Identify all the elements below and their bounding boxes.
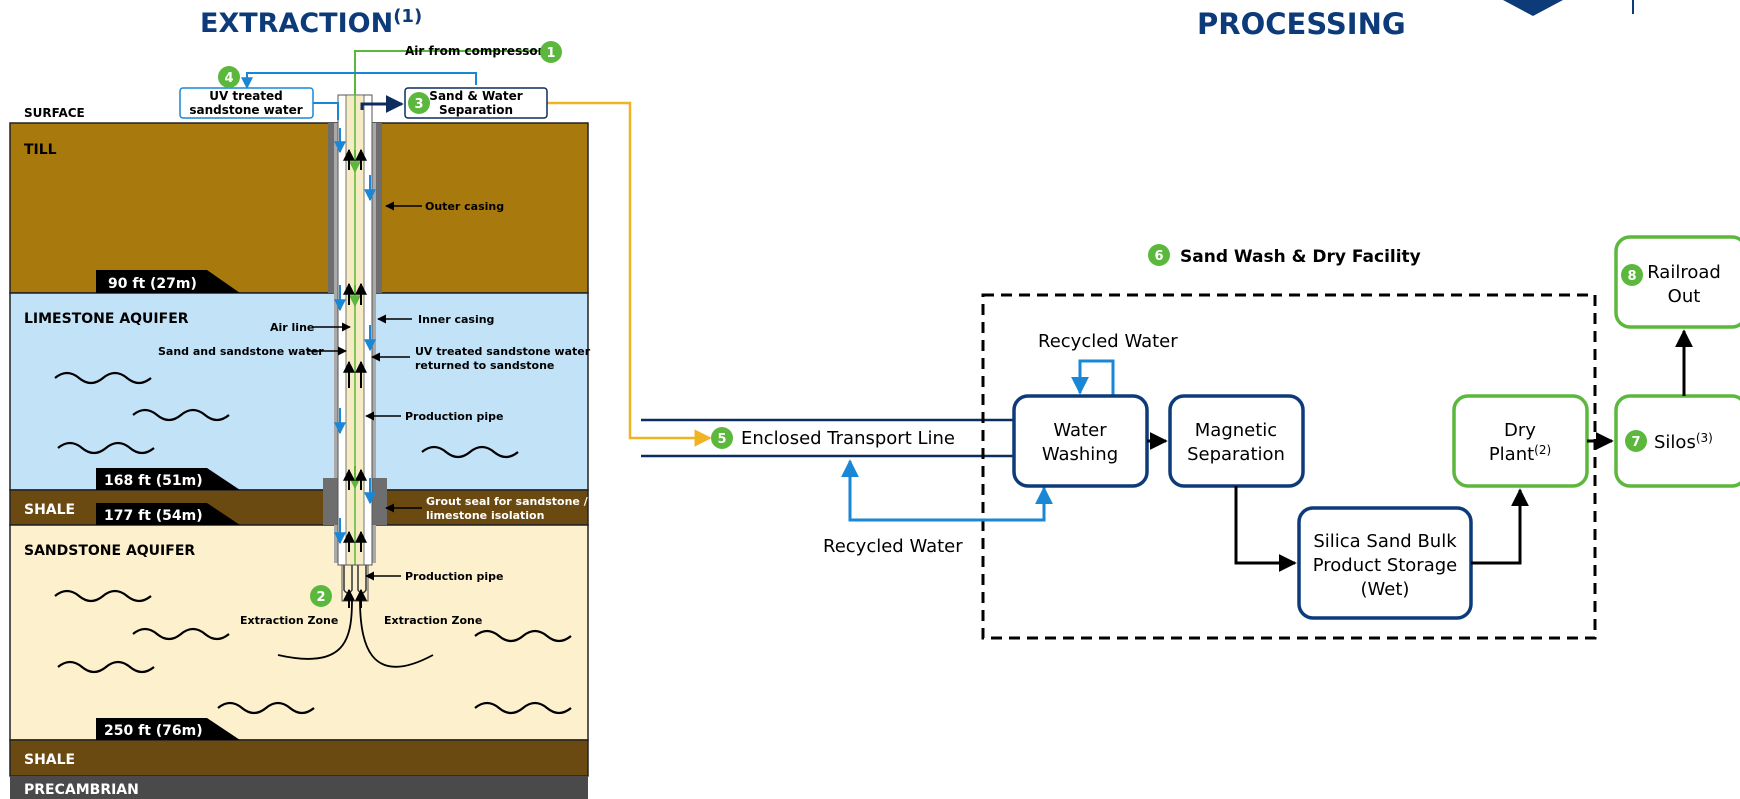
depth-tag-177: 177 ft (54m) [96, 503, 240, 525]
well-flow-arrows [334, 128, 376, 608]
water-washing-box [1012, 394, 1149, 488]
marker-5: 5 [711, 427, 733, 449]
silos-sup: (3) [1696, 431, 1713, 445]
depth-label-177: 177 ft (54m) [104, 508, 203, 524]
layer-till [9, 122, 589, 294]
depth-tag-90: 90 ft (27m) [96, 270, 240, 293]
layer-limestone [9, 292, 589, 491]
facility-boundary [981, 293, 1597, 640]
dry-plant-sup: (2) [1534, 443, 1551, 457]
railroad-label-line1: Railroad [1647, 262, 1721, 283]
layer-shale-lower [9, 739, 589, 777]
marker-8: 8 [1621, 264, 1643, 286]
marker-6: 6 [1148, 244, 1170, 266]
silica-storage-label-line1: Silica Sand Bulk [1313, 531, 1457, 552]
uv-returned-label-line2: returned to sandstone [415, 359, 554, 372]
recycled-water-label-top: Recycled Water [1038, 331, 1178, 352]
depth-tag-168: 168 ft (51m) [96, 468, 240, 490]
depth-label-168: 168 ft (51m) [104, 473, 203, 489]
sand-water-label: Sand and sandstone water [158, 345, 324, 358]
inner-casing-label: Inner casing [418, 313, 494, 326]
production-pipe-label-2: Production pipe [405, 570, 504, 583]
recycled-water-loop-top [1071, 359, 1115, 396]
layer-precambrian [10, 776, 588, 799]
layer-label-limestone: LIMESTONE AQUIFER [24, 311, 189, 327]
logo-icon [1503, 0, 1563, 16]
marker-5-label: 5 [717, 432, 726, 447]
marker-2-label: 2 [316, 590, 325, 605]
surface-label: SURFACE [24, 106, 85, 120]
water-wave-icons [54, 371, 572, 715]
water-washing-label-line1: Water [1053, 420, 1107, 441]
silos-label: Silos(3) [1654, 431, 1713, 453]
depth-tag-250: 250 ft (76m) [96, 718, 240, 740]
dry-plant-label-word: Plant [1489, 444, 1534, 465]
magnetic-separation-label-line2: Separation [1187, 444, 1285, 465]
recycled-water-label-bottom: Recycled Water [823, 536, 963, 557]
process-connectors [1147, 329, 1693, 572]
marker-8-label: 8 [1627, 269, 1636, 284]
marker-1: 1 [540, 41, 562, 63]
magnetic-separation-label-line1: Magnetic [1195, 420, 1277, 441]
marker-3-label: 3 [414, 97, 423, 112]
extraction-zone-curve-left [277, 599, 353, 660]
air-from-compressor-label: Air from compressor [405, 44, 544, 58]
dry-plant-box [1452, 394, 1589, 488]
extraction-header-sup: (1) [393, 6, 423, 27]
layer-label-till: TILL [24, 142, 57, 158]
layer-label-precambrian: PRECAMBRIAN [24, 782, 139, 798]
silica-storage-label-line3: (Wet) [1361, 579, 1410, 600]
extraction-zone-curve-right [359, 599, 434, 668]
extraction-zone-label-right: Extraction Zone [384, 614, 482, 627]
uv-returned-label-line1: UV treated sandstone water [415, 345, 591, 358]
silica-storage-label-line2: Product Storage [1313, 555, 1458, 576]
railroad-label-line2: Out [1668, 286, 1701, 307]
extraction-header-text: EXTRACTION [200, 8, 394, 39]
dry-plant-label-line1: Dry [1504, 420, 1536, 441]
transport-line-label: Enclosed Transport Line [741, 428, 955, 449]
marker-6-label: 6 [1154, 249, 1163, 264]
air-line-label: Air line [270, 321, 314, 334]
production-pipe-label-1: Production pipe [405, 410, 504, 423]
extraction-header: EXTRACTION(1) [200, 6, 422, 39]
geology-column [9, 122, 589, 799]
marker-1-label: 1 [546, 46, 555, 61]
uv-water-box-line2: sandstone water [189, 103, 302, 117]
separation-box-line1: Sand & Water [429, 89, 522, 103]
outer-casing-label: Outer casing [425, 200, 504, 213]
grout-seal-label-line1: Grout seal for sandstone / [426, 495, 589, 508]
surface-plumbing [241, 50, 712, 447]
well-annotation-arrows [308, 201, 422, 581]
magnetic-separation-box [1168, 394, 1305, 488]
depth-label-250: 250 ft (76m) [104, 723, 203, 739]
uv-water-box [179, 87, 314, 119]
marker-2: 2 [310, 585, 332, 607]
grout-seal-label-line2: limestone isolation [426, 509, 544, 522]
dry-plant-label-line2: Plant(2) [1489, 443, 1551, 465]
layer-label-sandstone: SANDSTONE AQUIFER [24, 543, 195, 559]
facility-title: Sand Wash & Dry Facility [1180, 247, 1421, 267]
layer-label-shale-lower: SHALE [24, 752, 75, 768]
marker-7: 7 [1625, 430, 1647, 452]
processing-header: PROCESSING [1197, 7, 1406, 41]
separation-box [404, 87, 548, 119]
silos-box [1614, 394, 1740, 488]
water-washing-label-line2: Washing [1042, 444, 1118, 465]
marker-7-label: 7 [1631, 435, 1640, 450]
depth-label-90: 90 ft (27m) [108, 276, 197, 292]
marker-3: 3 [408, 92, 430, 114]
railroad-box [1614, 235, 1740, 329]
uv-water-box-line1: UV treated [209, 89, 283, 103]
silos-label-word: Silos [1654, 432, 1696, 453]
extraction-zone-label-left: Extraction Zone [240, 614, 338, 627]
marker-4-label: 4 [224, 71, 233, 86]
layer-label-shale-upper: SHALE [24, 502, 75, 518]
separation-box-line2: Separation [439, 103, 513, 117]
marker-4: 4 [218, 66, 240, 88]
